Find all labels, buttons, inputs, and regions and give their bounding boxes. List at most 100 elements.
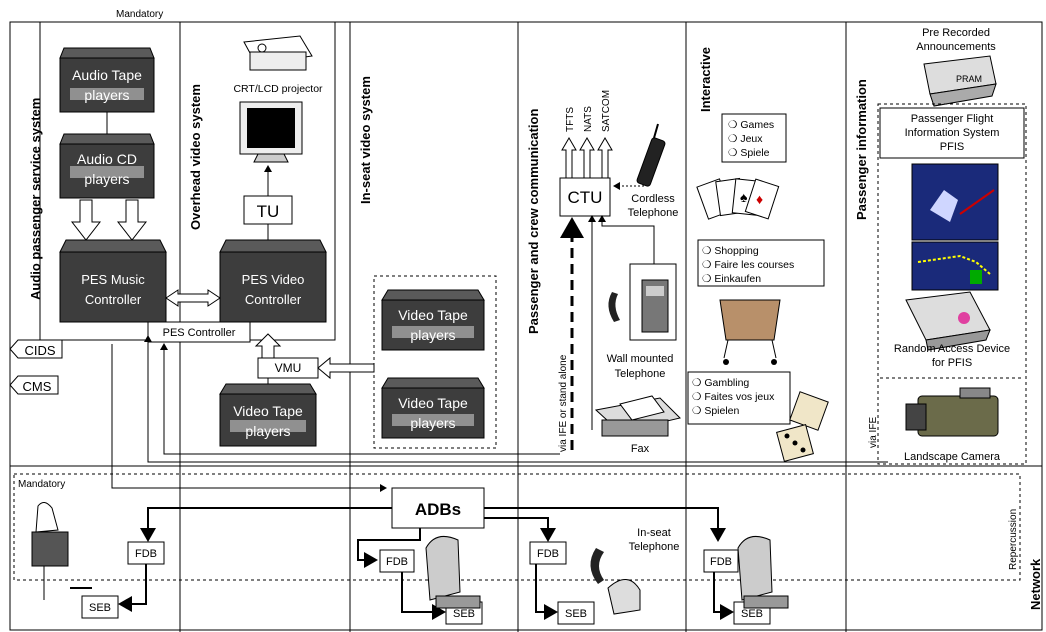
svg-text:Controller: Controller (85, 292, 142, 307)
video-tape-players-inseat-2: Video Tape players (382, 378, 484, 438)
random-access-label-1: Random Access Device (894, 343, 1010, 355)
video-tape-players-overhead: Video Tape players (220, 384, 316, 446)
svg-text:players: players (410, 415, 455, 431)
vmu-up-arrow (256, 334, 280, 358)
tfts-label: TFTS (565, 107, 576, 132)
fdb-label-3: FDB (537, 548, 559, 560)
svg-text:♠: ♠ (740, 189, 748, 205)
repercussion-label: Repercussion (1008, 509, 1019, 570)
inseat-telephone-icon (590, 548, 640, 614)
section-title-interactive: Interactive (698, 47, 713, 112)
svg-text:Audio Tape: Audio Tape (72, 67, 142, 83)
projector-label: CRT/LCD projector (233, 83, 323, 95)
playing-cards-icon: ♠ ♦ (697, 178, 779, 219)
altitude-profile-screen (912, 242, 998, 290)
random-access-device-icon (906, 292, 990, 350)
projector-icon (244, 36, 312, 70)
cordless-phone-icon (636, 124, 666, 187)
seat-icon-3 (738, 536, 788, 608)
svg-text:players: players (245, 423, 290, 439)
mandatory-zone-bottom (14, 474, 1020, 580)
gambling-item-1: ❍ Gambling (692, 377, 749, 389)
section-title-inseat: In-seat video system (358, 76, 373, 204)
seb-label-4: SEB (741, 608, 763, 620)
audio-cd-players: Audio CD players (60, 134, 154, 198)
fax-label: Fax (631, 443, 650, 455)
fdb-label-1: FDB (135, 548, 157, 560)
nats-label: NATS (583, 106, 594, 132)
via-ife-standalone-label: via IFE or stand alone (558, 354, 569, 452)
pfis-label-1: Passenger Flight (911, 113, 994, 125)
cordless-label-1: Cordless (631, 193, 675, 205)
pfis-label-3: PFIS (940, 141, 964, 153)
video-tape-players-inseat-1: Video Tape players (382, 290, 484, 350)
gambling-item-3: ❍ Spielen (692, 405, 740, 417)
random-access-label-2: for PFIS (932, 357, 972, 369)
vmu-label: VMU (275, 361, 302, 375)
seat-icon-1 (32, 502, 92, 600)
inseat-to-vmu-arrow (318, 358, 374, 378)
shopping-item-3: ❍ Einkaufen (702, 273, 761, 285)
adbs-label: ADBs (415, 500, 461, 519)
audio-output-arrows (72, 200, 146, 240)
svg-text:Video Tape: Video Tape (233, 403, 303, 419)
via-ife-label: via IFE (868, 417, 879, 448)
controller-link-arrow (166, 290, 220, 306)
ctu-label: CTU (568, 188, 603, 207)
svg-text:players: players (84, 87, 129, 103)
comm-uplink-arrows (562, 138, 612, 178)
shopping-item-2: ❍ Faire les courses (702, 259, 794, 271)
svg-text:players: players (410, 327, 455, 343)
seb-label-1: SEB (89, 602, 111, 614)
seb-label-3: SEB (565, 608, 587, 620)
wall-phone-label-1: Wall mounted (607, 353, 674, 365)
games-item-3: ❍ Spiele (728, 147, 770, 159)
svg-text:Video Tape: Video Tape (398, 307, 468, 323)
monitor-icon (240, 102, 302, 162)
fax-icon (596, 396, 680, 436)
pre-recorded-label-1: Pre Recorded (922, 27, 990, 39)
audio-tape-players: Audio Tape players (60, 48, 154, 112)
pram-device-icon: PRAM (924, 56, 996, 106)
cids-label: CIDS (24, 343, 55, 358)
section-title-info: Passenger information (854, 79, 869, 220)
pes-video-controller: PES Video Controller (220, 240, 326, 322)
pfis-label-2: Information System (905, 127, 1000, 139)
svg-text:♦: ♦ (756, 191, 763, 207)
flight-map-screen (912, 164, 998, 240)
inseat-telephone-label-2: Telephone (629, 541, 680, 553)
fdb-label-2: FDB (386, 556, 408, 568)
wall-phone-label-2: Telephone (615, 368, 666, 380)
gambling-item-2: ❍ Faites vos jeux (692, 391, 775, 403)
tu-label: TU (257, 202, 280, 221)
section-title-comm: Passenger and crew communication (526, 109, 541, 334)
shopping-item-1: ❍ Shopping (702, 245, 759, 257)
section-title-audio: Audio passenger service system (28, 98, 43, 300)
fdb-label-4: FDB (710, 556, 732, 568)
satcom-label: SATCOM (601, 90, 612, 132)
pram-label: PRAM (956, 74, 982, 84)
landscape-camera-label: Landscape Camera (904, 451, 1001, 463)
wall-phone-link (602, 216, 654, 264)
shopping-cart-icon (720, 300, 780, 365)
mandatory-bottom-label: Mandatory (18, 479, 65, 490)
mandatory-top-label: Mandatory (116, 9, 163, 20)
svg-text:Video Tape: Video Tape (398, 395, 468, 411)
pre-recorded-label-2: Announcements (916, 41, 996, 53)
pes-music-controller: PES Music Controller (60, 240, 166, 322)
seb-label-2: SEB (453, 608, 475, 620)
section-title-overhead: Overhead video system (188, 84, 203, 230)
svg-text:Audio CD: Audio CD (77, 151, 137, 167)
svg-text:Controller: Controller (245, 292, 302, 307)
cms-label: CMS (23, 379, 52, 394)
inseat-telephone-label-1: In-seat (637, 527, 671, 539)
games-item-1: ❍ Games (728, 119, 774, 131)
section-title-network: Network (1028, 558, 1043, 610)
svg-text:PES Music: PES Music (81, 272, 145, 287)
cordless-label-2: Telephone (628, 207, 679, 219)
landscape-camera-icon (906, 388, 998, 436)
svg-text:players: players (84, 171, 129, 187)
games-item-2: ❍ Jeux (728, 133, 763, 145)
svg-text:PES Video: PES Video (242, 272, 305, 287)
